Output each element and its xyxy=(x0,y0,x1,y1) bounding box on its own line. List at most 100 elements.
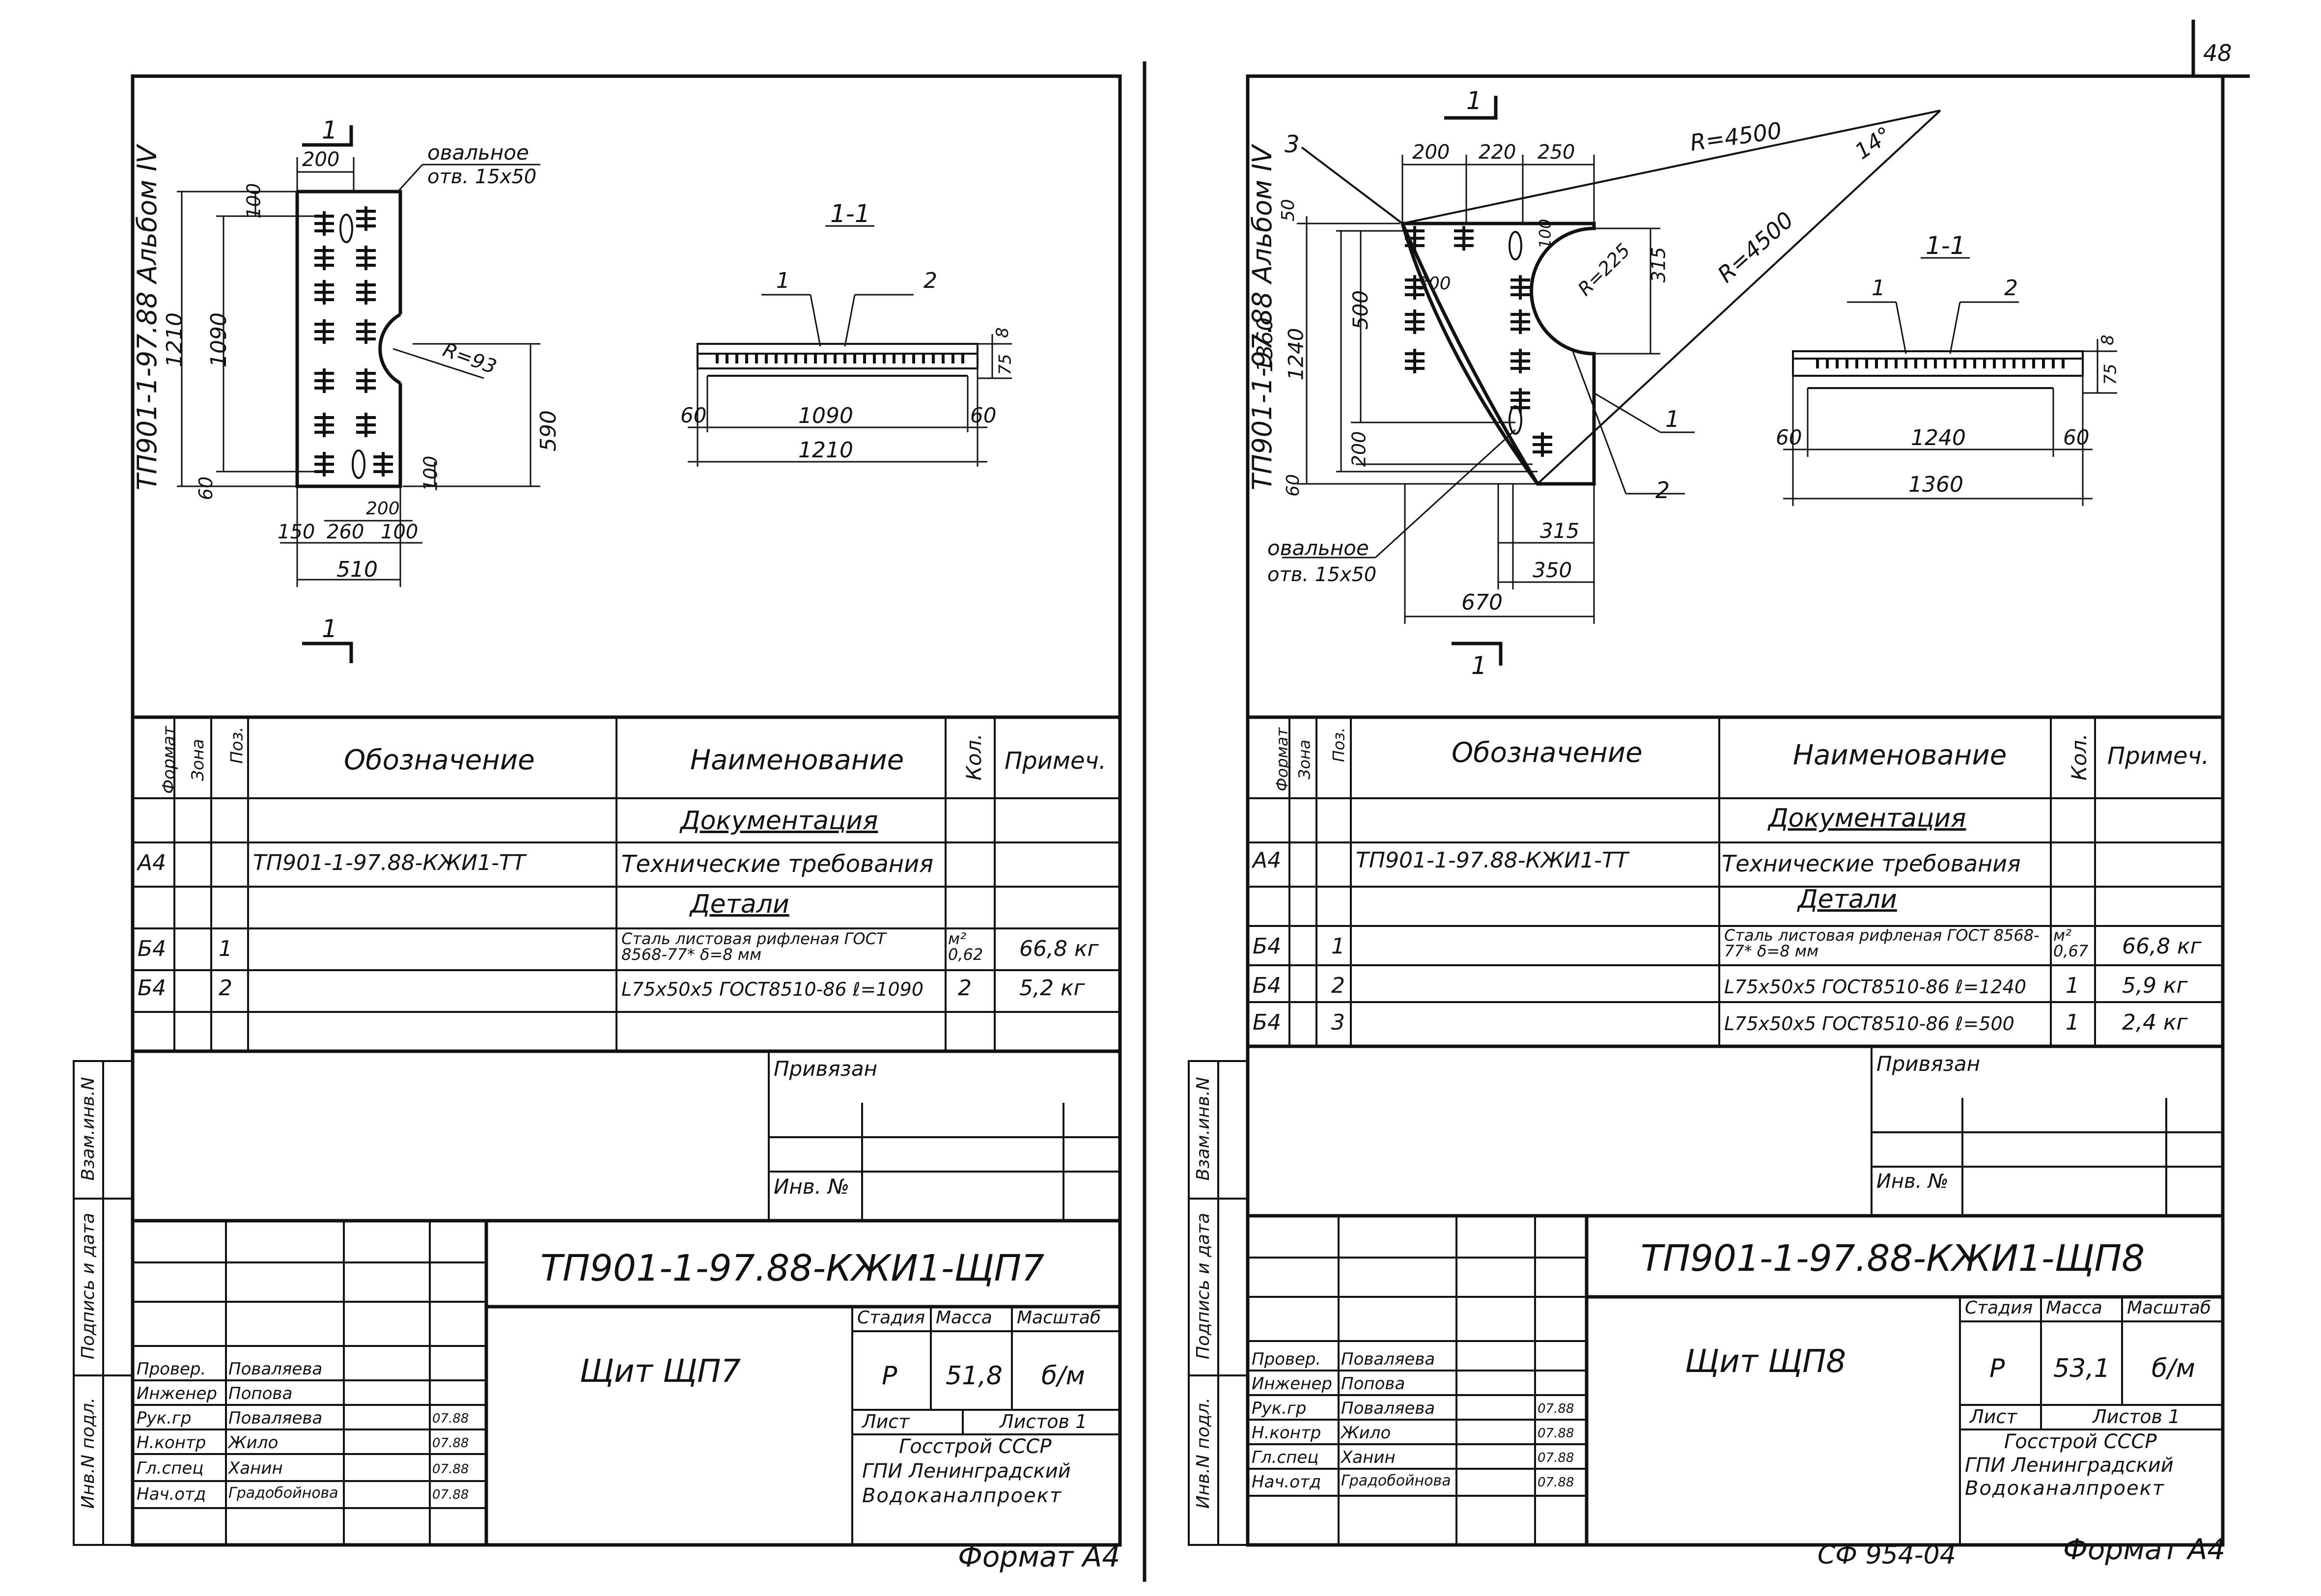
right-dim-200-v: 200 xyxy=(1348,431,1370,467)
left-section-leader-1: 1 xyxy=(776,268,790,293)
right-spec-row2-format: Б4 xyxy=(1253,973,1282,998)
right-dim-1240: 1240 xyxy=(1284,328,1308,381)
left-spec-row2-pos: 2 xyxy=(219,976,232,1001)
left-org-1: Госстрой СССР xyxy=(899,1435,1052,1458)
left-p4-name: Ханин xyxy=(228,1458,283,1478)
left-dim-200-bottom: 200 xyxy=(366,499,400,519)
right-format-text: Формат А4 xyxy=(2063,1533,2226,1566)
right-stage-label: Стадия xyxy=(1965,1298,2033,1318)
right-hole-note-2: отв. 15х50 xyxy=(1267,563,1377,586)
right-p5-date: 07.88 xyxy=(1538,1475,1574,1490)
left-item-name: Щит ЩП7 xyxy=(580,1353,741,1390)
left-p0-name: Поваляева xyxy=(228,1359,323,1379)
right-dim-1360: 1360 xyxy=(1252,317,1278,372)
left-sheet-label: Лист xyxy=(862,1411,910,1432)
left-spec-row1-note: 66,8 кг xyxy=(1019,936,1099,961)
right-hole-note-1: овальное xyxy=(1267,536,1369,560)
left-dim-510: 510 xyxy=(336,557,378,582)
left-section-mark-top: 1 xyxy=(322,116,337,144)
left-stage-label: Стадия xyxy=(857,1308,925,1328)
left-spec-row1-name: Сталь листовая рифленая ГОСТ 8568-77* δ=… xyxy=(621,929,886,964)
right-dim-500: 500 xyxy=(1348,290,1373,330)
left-spec-row2-qty: 2 xyxy=(958,976,972,1001)
left-section-dim-8: 8 xyxy=(992,327,1012,338)
left-spec-row2-note: 5,2 кг xyxy=(1019,976,1085,1001)
right-spec-h-name: Наименование xyxy=(1793,739,2007,771)
left-p3-role: Н.контр xyxy=(137,1433,206,1453)
left-dim-100-top: 100 xyxy=(243,183,265,219)
right-spec-row2-qty: 1 xyxy=(2066,973,2079,998)
left-bound-label: Привязан xyxy=(774,1057,878,1081)
right-mass-value: 53,1 xyxy=(2053,1354,2110,1383)
left-p5-date: 07.88 xyxy=(432,1487,469,1502)
left-p0-role: Провер. xyxy=(137,1359,206,1379)
right-p3-date: 07.88 xyxy=(1538,1426,1574,1441)
right-spec-row3-format: Б4 xyxy=(1253,1010,1282,1035)
right-leader-3: 3 xyxy=(1285,131,1300,158)
right-section-dim-1360: 1360 xyxy=(1908,472,1963,497)
right-stamp-replace: Взам.инв.N xyxy=(1193,1077,1213,1181)
right-spec-row1-name: Сталь листовая рифленая ГОСТ 8568-77* δ=… xyxy=(1724,926,2040,960)
right-spec-row2-pos: 2 xyxy=(1331,973,1345,998)
left-spec-h-note: Примеч. xyxy=(1005,747,1107,775)
right-org-2: ГПИ Ленинградский xyxy=(1965,1454,2174,1477)
left-section-dim-1210: 1210 xyxy=(798,438,853,463)
right-leader-2: 2 xyxy=(1655,477,1670,504)
left-spec-row-details-name: Детали xyxy=(690,890,789,919)
left-p4-role: Гл.спец xyxy=(137,1458,204,1478)
right-org-1: Госстрой СССР xyxy=(2004,1430,2157,1453)
right-dim-50: 50 xyxy=(1278,199,1298,222)
right-spec-h-zone: Зона xyxy=(1295,739,1314,780)
left-dim-150: 150 xyxy=(278,521,315,543)
left-spec-row2-format: Б4 xyxy=(138,976,167,1001)
left-spec-row2-name: L75х50х5 ГОСТ8510-86 ℓ=1090 xyxy=(621,979,924,1000)
right-spec-h-format: Формат xyxy=(1272,728,1291,791)
left-dim-100-b2: 100 xyxy=(381,521,419,543)
right-p0-role: Провер. xyxy=(1252,1349,1321,1369)
right-dim-670: 670 xyxy=(1461,590,1503,615)
right-spec-row1-format: Б4 xyxy=(1253,934,1282,959)
left-dim-260: 260 xyxy=(327,521,364,543)
right-dim-100: 100 xyxy=(1536,219,1555,249)
left-stamp-sign: Подпись и дата xyxy=(78,1212,98,1360)
left-hole-note-2: отв. 15х50 xyxy=(427,166,537,188)
left-sheets-label: Листов 1 xyxy=(1000,1411,1088,1432)
right-stamp-sign: Подпись и дата xyxy=(1193,1212,1213,1360)
left-section-dim-60b: 60 xyxy=(970,403,997,427)
left-section-dim-75: 75 xyxy=(995,354,1015,375)
left-scale-label: Масштаб xyxy=(1017,1308,1101,1328)
left-p5-role: Нач.отд xyxy=(137,1484,206,1504)
left-p3-name: Жило xyxy=(228,1433,279,1453)
left-section-mark-bottom: 1 xyxy=(322,615,337,643)
page-number: 48 xyxy=(2203,40,2232,66)
left-p1-role: Инженер xyxy=(137,1384,217,1403)
right-spec-row1-qty: м² 0,67 xyxy=(2053,926,2089,960)
right-spec-row1-note: 66,8 кг xyxy=(2122,934,2202,959)
left-dim-1090: 1090 xyxy=(206,312,231,367)
right-p4-date: 07.88 xyxy=(1538,1451,1574,1465)
right-p3-name: Жило xyxy=(1341,1423,1391,1443)
right-spec-row3-name: L75х50х5 ГОСТ8510-86 ℓ=500 xyxy=(1724,1013,2014,1035)
left-scale-value: б/м xyxy=(1041,1361,1085,1391)
left-inv-label: Инв. № xyxy=(774,1175,850,1199)
right-stamp-inv: Инв.N подл. xyxy=(1193,1397,1213,1509)
right-doc-code: ТП901-1-97.88-КЖИ1-ЩП8 xyxy=(1641,1237,2145,1280)
left-p1-name: Попова xyxy=(228,1384,293,1403)
right-spec-row-details-name: Детали xyxy=(1798,885,1897,914)
left-section-dim-1090: 1090 xyxy=(798,403,853,428)
right-spec-row1-pos: 1 xyxy=(1331,934,1345,959)
left-stamp-replace: Взам.инв.N xyxy=(78,1077,98,1181)
right-item-name: Щит ЩП8 xyxy=(1685,1344,1846,1380)
left-p4-date: 07.88 xyxy=(432,1462,469,1477)
right-dim-300: 300 xyxy=(1417,274,1451,294)
right-sheet-label: Лист xyxy=(1970,1406,2017,1428)
right-spec-row-tt-name: Технические требования xyxy=(1722,850,2021,877)
right-bound-label: Привязан xyxy=(1876,1052,1981,1076)
right-spec-h-qty: Кол. xyxy=(2067,733,2091,781)
right-section-dim-75: 75 xyxy=(2100,364,2121,385)
right-section-dim-60b: 60 xyxy=(2063,425,2090,449)
right-scale-label: Масштаб xyxy=(2127,1298,2211,1318)
left-mass-label: Масса xyxy=(936,1308,992,1328)
left-section-dim-60a: 60 xyxy=(680,403,707,427)
